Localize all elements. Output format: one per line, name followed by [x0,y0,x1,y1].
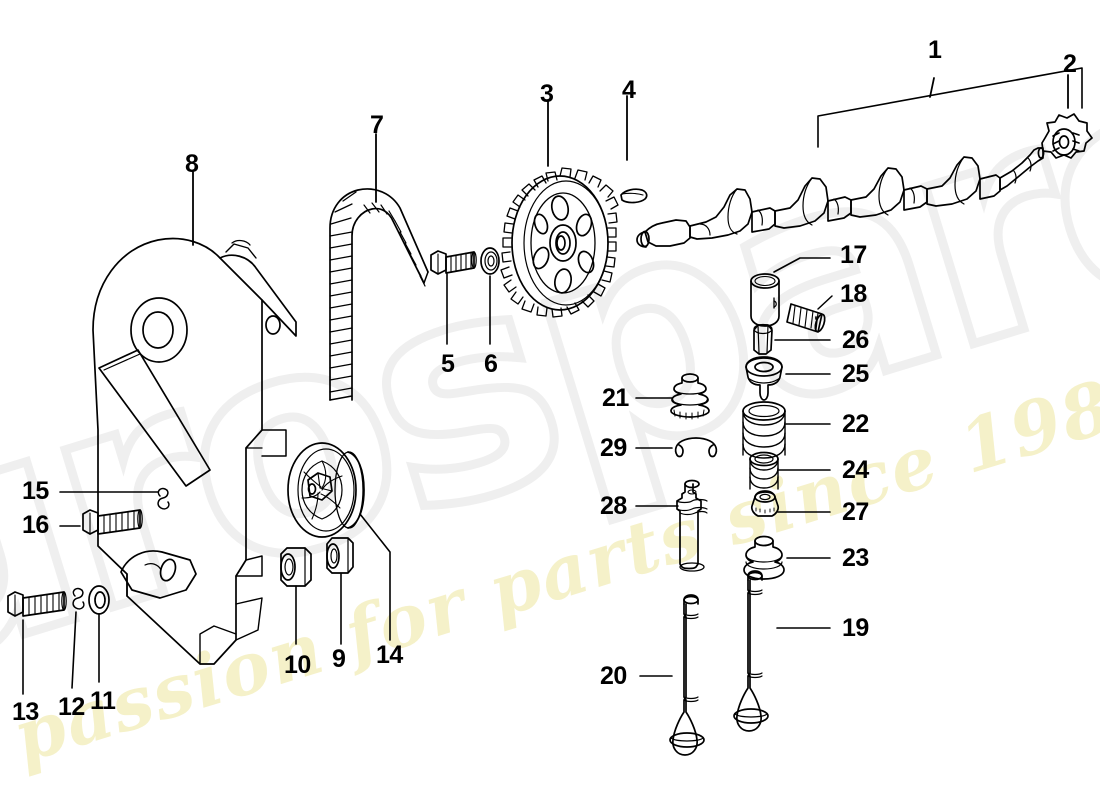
callout-label-1: 1 [928,36,942,64]
callout-label-23: 23 [842,544,869,572]
valve-spring-seat-lower [743,535,831,580]
callout-label-25: 25 [842,360,869,388]
callout-label-19: 19 [842,614,869,642]
valve-spring-inner [749,451,831,490]
lock-washer [71,587,85,689]
callout-label-28: 28 [600,492,627,520]
callout-label-20: 20 [600,662,627,690]
adjusting-screw [786,295,833,333]
retaining-ring [635,437,718,458]
callout-label-5: 5 [441,350,455,378]
callout-label-15: 15 [22,477,49,505]
callout-label-27: 27 [842,498,869,526]
valve-stem-seal [750,490,831,517]
lock-washer-upper [59,487,170,510]
distributor-drive-gear [1041,74,1093,159]
exhaust-valve [733,570,831,732]
callout-label-16: 16 [22,511,49,539]
valve-guide [635,479,708,572]
callout-label-17: 17 [840,241,867,269]
camshaft-assembly [636,147,1045,248]
bushing-small [326,537,354,645]
hex-bolt-long [7,591,67,695]
tensioner-pulley [287,442,391,641]
camshaft-timing-sprocket [500,99,619,318]
valve-collet-assembly [635,373,710,420]
callout-label-4: 4 [622,76,636,104]
callout-label-9: 9 [332,645,346,673]
callout-label-3: 3 [540,80,554,108]
callout-label-7: 7 [370,111,384,139]
sprocket-bolt [430,250,477,345]
callout-label-26: 26 [842,326,869,354]
callout-label-29: 29 [600,434,627,462]
valve-spring-retainer [745,356,831,401]
callout-label-11: 11 [90,687,116,715]
bushing-large [280,547,312,645]
washer [88,585,110,683]
callout-label-13: 13 [12,698,39,726]
callout-label-21: 21 [602,384,629,412]
sprocket-washer [480,247,500,345]
callout-label-14: 14 [376,641,403,669]
intake-valve [639,594,705,756]
callout-label-18: 18 [840,280,867,308]
callout-label-24: 24 [842,456,869,484]
callout-label-12: 12 [58,693,85,721]
timing-belt-cover [92,171,297,665]
timing-belt [329,133,429,401]
callout-label-22: 22 [842,410,869,438]
hex-bolt-short [59,509,143,535]
valve-spring-outer [742,401,831,459]
bucket-tappet [750,257,831,327]
callout-label-6: 6 [484,350,498,378]
valve-keeper [753,323,831,355]
callout-label-2: 2 [1063,50,1077,78]
callout-label-8: 8 [185,150,199,178]
callout-bracket-1 [817,67,1083,148]
woodruff-key [620,95,648,204]
callout-label-10: 10 [284,651,311,679]
